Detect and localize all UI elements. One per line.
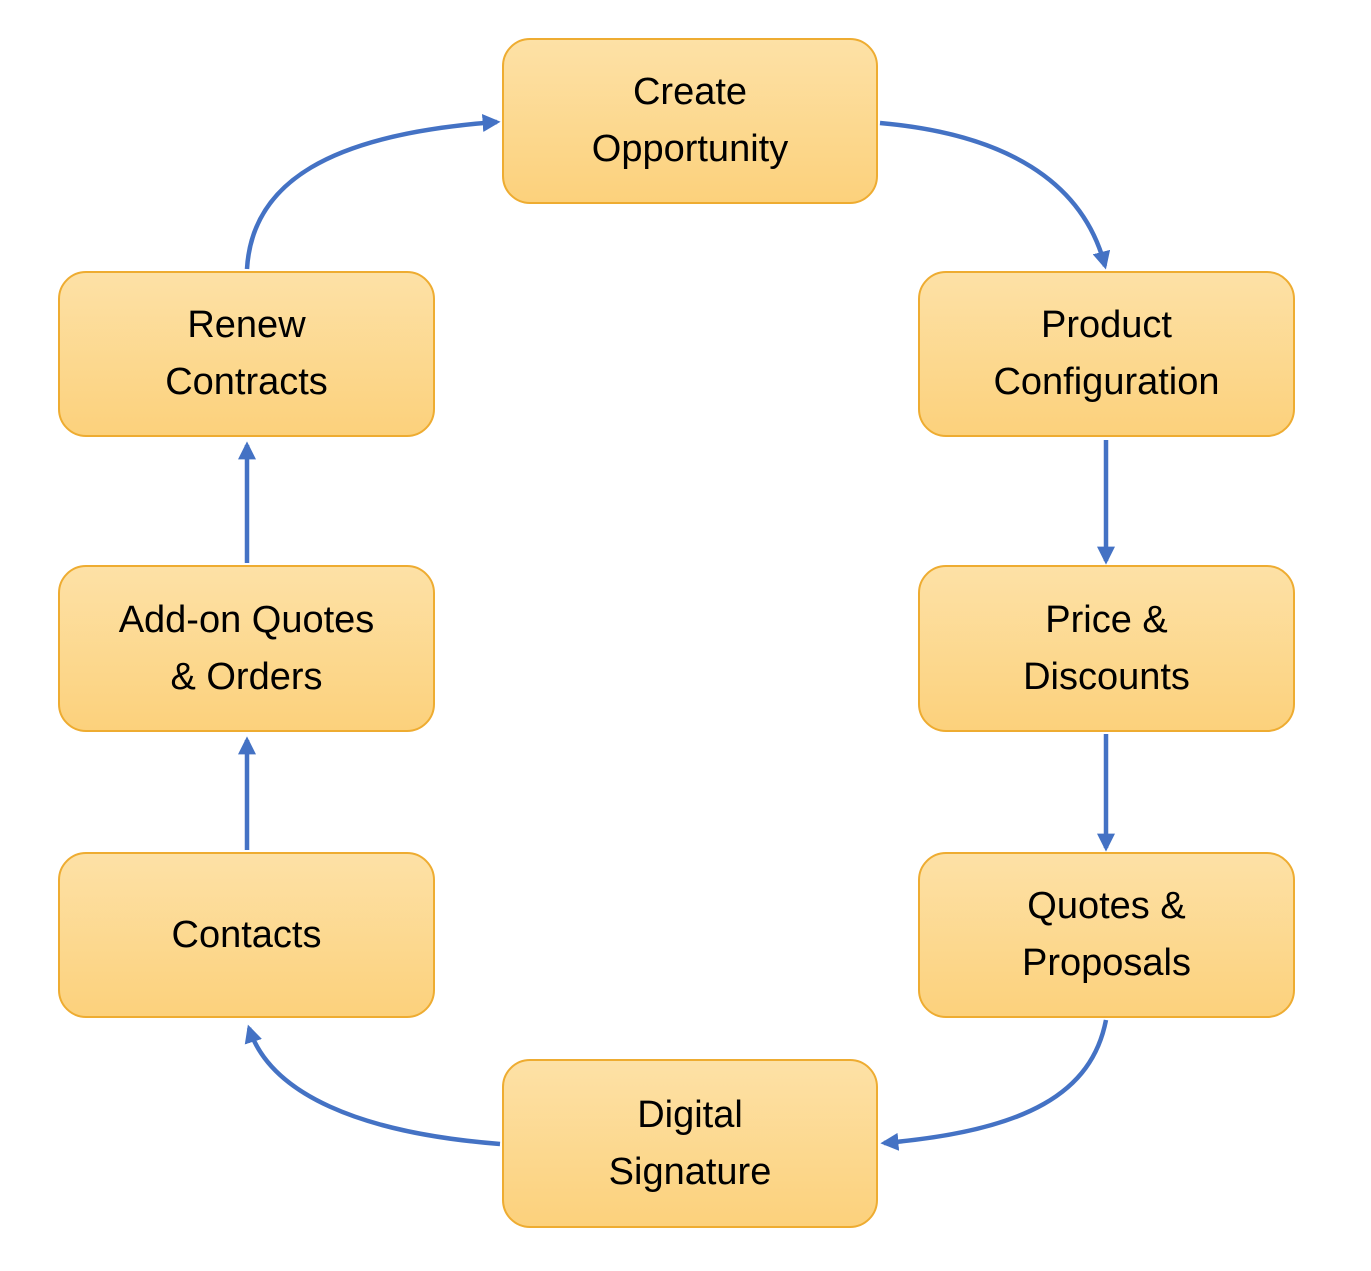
- arrow-create-opportunity-to-product-configuration: [879, 120, 1111, 270]
- node-label: Quotes & Proposals: [1022, 885, 1191, 984]
- arrow-renew-contracts-to-create-opportunity: [244, 114, 501, 270]
- node-addon-quotes-orders: Add-on Quotes & Orders: [58, 565, 435, 732]
- node-label: Price & Discounts: [1023, 598, 1190, 698]
- arrow-quotes-proposals-to-digital-signature: [880, 1019, 1109, 1151]
- node-label: Add-on Quotes & Orders: [118, 598, 375, 698]
- node-create-opportunity: Create Opportunity: [502, 38, 878, 204]
- node-contacts: Contacts: [58, 852, 435, 1018]
- node-price-discounts: Price & Discounts: [918, 565, 1295, 732]
- node-label: Digital Signature: [608, 1093, 772, 1193]
- node-digital-signature: Digital Signature: [502, 1059, 878, 1228]
- node-label: Contacts: [171, 913, 322, 956]
- node-label: Product Configuration: [993, 304, 1220, 403]
- node-label: Create Opportunity: [591, 71, 789, 170]
- node-label: Renew Contracts: [165, 304, 328, 403]
- node-product-configuration: Product Configuration: [918, 271, 1295, 437]
- node-renew-contracts: Renew Contracts: [58, 271, 435, 437]
- node-quotes-proposals: Quotes & Proposals: [918, 852, 1295, 1018]
- arrow-digital-signature-to-contacts: [244, 1024, 501, 1147]
